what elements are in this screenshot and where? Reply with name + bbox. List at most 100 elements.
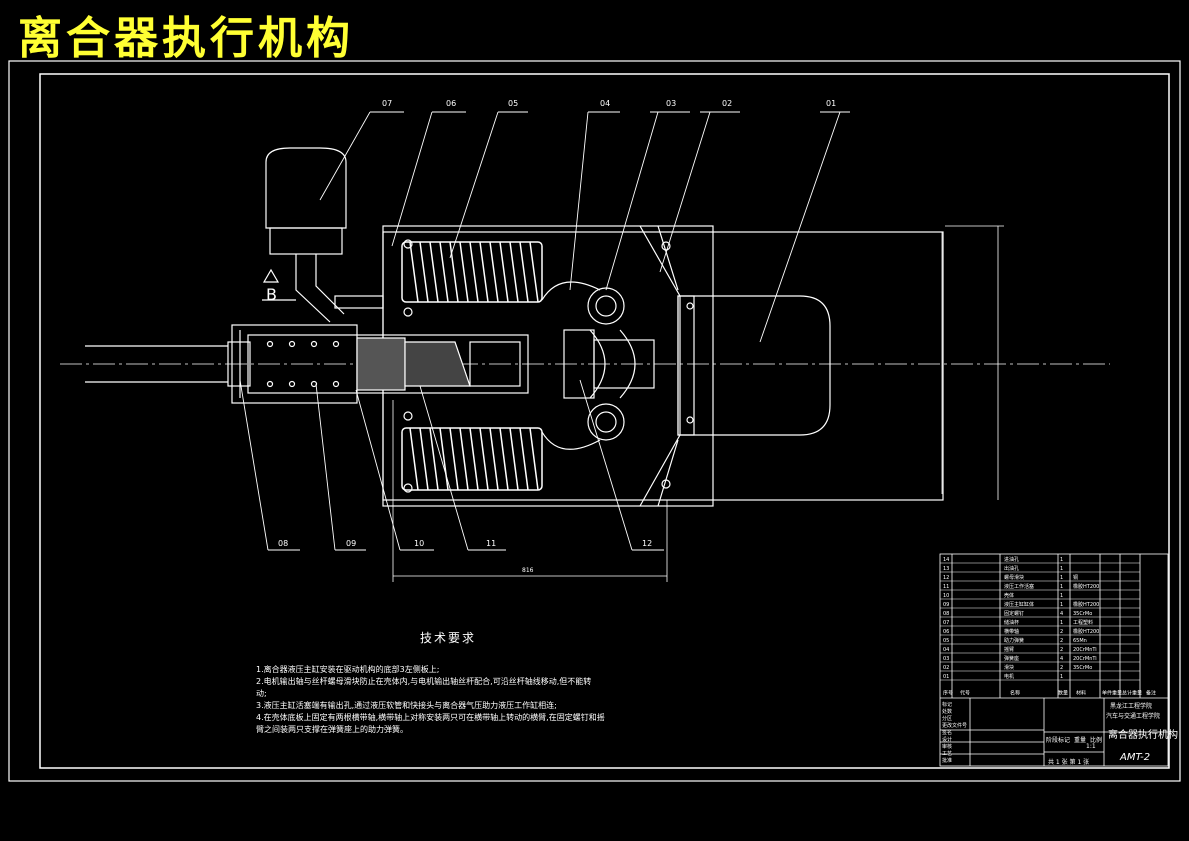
sign-row-label: 更改文件号 [942, 722, 967, 729]
drawing-title-cell: 离合器执行机构 [1108, 728, 1178, 741]
school-name: 黑龙江工程学院 [1110, 702, 1152, 710]
dimension-label: 816 [522, 567, 534, 574]
parts-header-cell: 代号 [960, 689, 970, 696]
balloon-06: 06 [446, 99, 456, 108]
parts-header-cell: 序号 [943, 689, 953, 696]
parts-cell-no: 07 [943, 620, 949, 626]
parts-cell-mat: 工程塑料 [1073, 619, 1093, 626]
parts-cell-no: 02 [943, 665, 949, 671]
parts-cell-mat: 65Mn [1073, 638, 1087, 644]
parts-cell-mat: 20CrMnTi [1073, 647, 1097, 653]
parts-header-cell: 单件重量 [1102, 689, 1122, 696]
hydraulic-line [85, 330, 251, 398]
rocker-arms [541, 281, 636, 450]
parts-cell-no: 13 [943, 566, 949, 572]
parts-header-cell: 名称 [1010, 689, 1020, 696]
parts-cell-qty: 1 [1060, 584, 1063, 590]
parts-cell-qty: 1 [1060, 674, 1063, 680]
balloon-04: 04 [600, 99, 610, 108]
parts-cell-name: 电机 [1004, 673, 1014, 680]
parts-cell-name: 出油孔 [1004, 565, 1019, 572]
sign-row-label: 分区 [942, 715, 952, 722]
parts-cell-qty: 1 [1060, 593, 1063, 599]
balloon-01: 01 [826, 99, 836, 108]
sign-row-label: 工艺 [942, 751, 952, 757]
parts-cell-name: 助力弹簧 [1004, 637, 1024, 644]
oil-reservoir [265, 147, 384, 323]
parts-header-cell: 数量 [1058, 689, 1068, 696]
parts-cell-name: 壳体 [1004, 592, 1014, 599]
parts-cell-name: 螺母滑块 [1004, 574, 1024, 581]
parts-cell-no: 09 [943, 602, 949, 608]
balloon-02: 02 [722, 99, 732, 108]
parts-cell-name: 固定螺钉 [1004, 610, 1024, 617]
dept-name: 汽车与交通工程学院 [1106, 712, 1160, 720]
leader-lines [239, 111, 850, 551]
parts-cell-no: 11 [943, 584, 949, 590]
outer-frame [8, 60, 1181, 782]
scale-value: 1:1 [1086, 743, 1096, 750]
parts-cell-qty: 4 [1060, 656, 1063, 662]
parts-cell-qty: 1 [1060, 575, 1063, 581]
section-marker [262, 268, 296, 301]
parts-cell-name: 摇臂 [1004, 646, 1014, 653]
balloon-09: 09 [346, 539, 356, 548]
balloon-05: 05 [508, 99, 518, 108]
req-line: 2.电机输出轴与丝杆螺母滑块防止在壳体内,与电机输出轴丝杆配合,可沿丝杆轴线移动… [256, 677, 592, 686]
section-label: B [266, 285, 277, 304]
sign-row-label: 审核 [942, 743, 952, 750]
parts-cell-name: 横带轴 [1004, 628, 1019, 635]
parts-cell-qty: 2 [1060, 647, 1063, 653]
parts-cell-no: 05 [943, 638, 949, 644]
parts-cell-no: 12 [943, 575, 949, 581]
parts-cell-mat: 橡胶HT200 [1073, 628, 1099, 635]
parts-cell-no: 01 [943, 674, 949, 680]
parts-cell-mat: 35CrMo [1073, 611, 1092, 617]
parts-cell-mat: 20CrMnTi [1073, 656, 1097, 662]
parts-cell-name: 储油杯 [1004, 619, 1019, 626]
tech-requirements-title: 技术要求 [420, 631, 477, 645]
parts-cell-no: 14 [943, 557, 949, 563]
parts-cell-name: 进油孔 [1004, 556, 1019, 563]
spring-lower [401, 427, 543, 491]
balloon-labels: 01 02 03 04 05 06 07 08 09 10 11 12 [278, 99, 836, 548]
master-cylinder [231, 324, 655, 404]
req-line: 4.在壳体底板上固定有两根横带轴,横带轴上对称安装两只可在横带轴上转动的横臂,在… [256, 713, 605, 722]
parts-cell-no: 06 [943, 629, 949, 635]
req-line: 3.液压主缸活塞端有输出孔,通过液压软管和快接头与离合器气压助力液压工作缸相连; [256, 701, 557, 710]
parts-cell-mat: 35CrMo [1073, 665, 1092, 671]
parts-cell-name: 液压工作活塞 [1004, 583, 1034, 590]
parts-cell-qty: 2 [1060, 638, 1063, 644]
parts-cell-qty: 1 [1060, 557, 1063, 563]
parts-header-cell: 备注 [1146, 689, 1156, 696]
parts-cell-qty: 2 [1060, 665, 1063, 671]
sign-row-label: 处数 [942, 708, 952, 715]
parts-cell-name: 液压主缸缸体 [1004, 601, 1034, 608]
parts-header-cell: 总计重量 [1122, 689, 1142, 696]
parts-cell-name: 弹簧座 [1004, 655, 1019, 662]
parts-cell-mat: 橡胶HT200 [1073, 583, 1099, 590]
parts-cell-no: 03 [943, 656, 949, 662]
stage-label-1: 重量 [1074, 736, 1086, 744]
parts-cell-mat: 橡胶HT200 [1073, 601, 1099, 608]
parts-cell-no: 08 [943, 611, 949, 617]
balloon-03: 03 [666, 99, 676, 108]
motor-body [677, 295, 831, 436]
parts-cell-name: 滑块 [1004, 664, 1014, 671]
page-title: 离合器执行机构 [18, 13, 354, 64]
parts-cell-qty: 4 [1060, 611, 1063, 617]
parts-cell-qty: 1 [1060, 566, 1063, 572]
housing [382, 225, 944, 507]
dimension-lines [392, 225, 1004, 582]
sheet-info: 共 1 张 第 1 张 [1048, 758, 1089, 766]
sign-row-label: 批准 [942, 757, 952, 764]
stage-label-2: 比例 [1090, 736, 1102, 744]
parts-cell-no: 04 [943, 647, 949, 653]
balloon-10: 10 [414, 539, 424, 548]
parts-header-cell: 材料 [1076, 689, 1086, 696]
balloon-07: 07 [382, 99, 392, 108]
parts-cell-mat: 铜 [1073, 574, 1078, 581]
